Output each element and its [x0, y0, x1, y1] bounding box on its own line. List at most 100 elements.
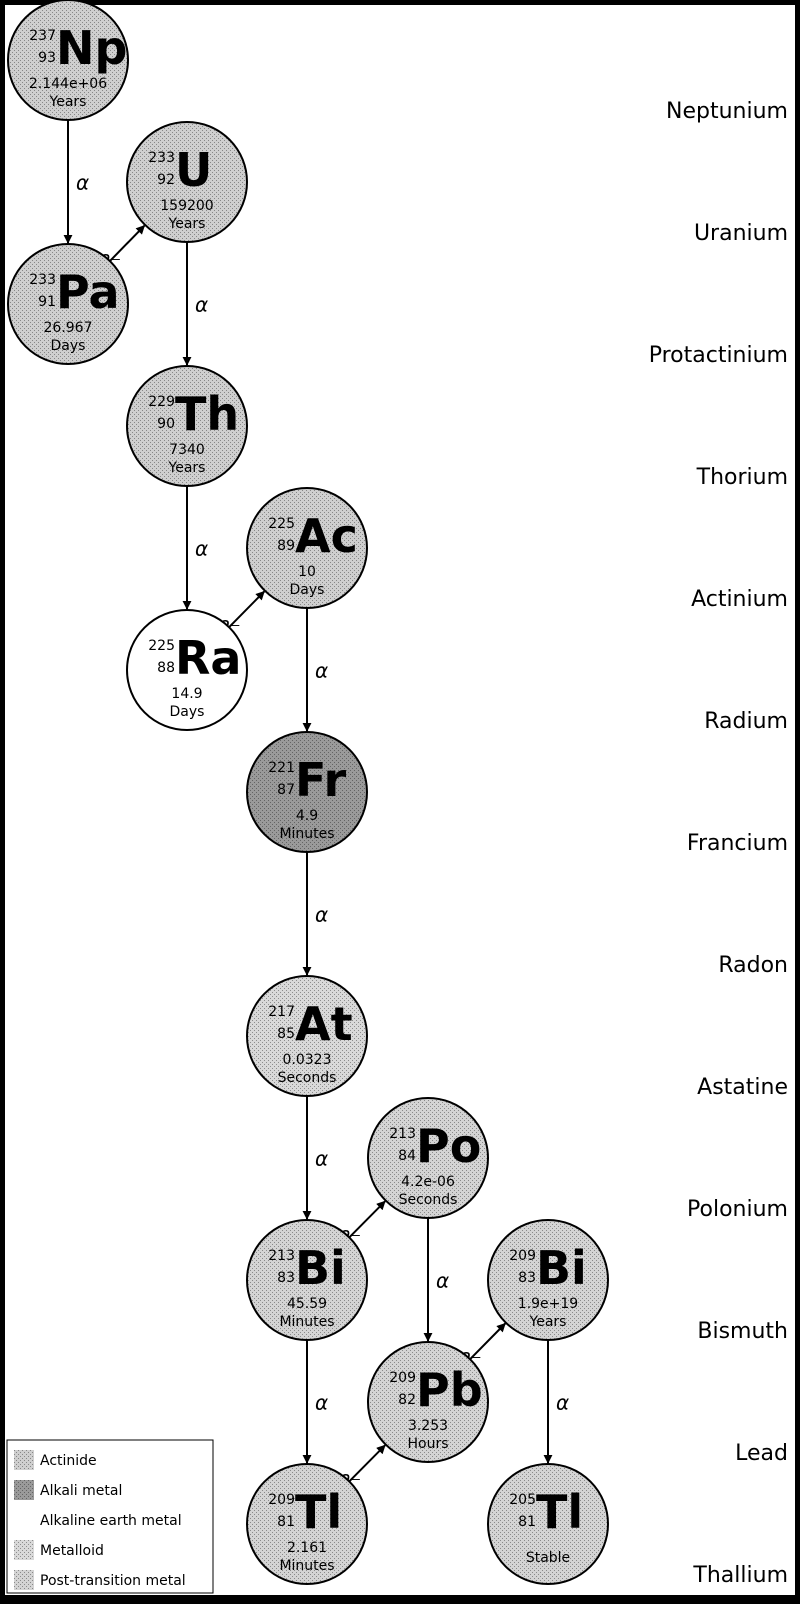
- half-life-unit: Days: [170, 704, 205, 720]
- element-symbol: Tl: [295, 1485, 342, 1539]
- element-label-uranium: Uranium: [694, 221, 788, 246]
- decay-arrow-pa233-u233: [109, 224, 146, 262]
- decay-mode-label: α: [556, 1391, 569, 1415]
- nuclide-texture: [248, 733, 366, 851]
- nuclide-texture: [489, 1465, 607, 1583]
- decay-mode-label: α: [436, 1269, 449, 1293]
- decay-mode-label: α: [195, 537, 208, 561]
- decay-mode-label: α: [76, 171, 89, 195]
- half-life-unit: Seconds: [278, 1070, 337, 1086]
- atomic-number: 85: [277, 1026, 295, 1042]
- decay-mode-label: α: [315, 1391, 328, 1415]
- atomic-number: 83: [277, 1270, 295, 1286]
- half-life-unit: Days: [290, 582, 325, 598]
- decay-mode-label: α: [315, 659, 328, 683]
- legend-swatch-texture: [14, 1570, 34, 1590]
- atomic-number: 90: [157, 416, 175, 432]
- half-life-unit: Minutes: [279, 826, 334, 842]
- nuclide-texture: [248, 1221, 366, 1339]
- mass-number: 209: [509, 1248, 536, 1264]
- nuclide-texture: [369, 1099, 487, 1217]
- legend-swatch-texture: [14, 1540, 34, 1560]
- atomic-number: 89: [277, 538, 295, 554]
- nuclide-texture: [248, 1465, 366, 1583]
- half-life-unit: Hours: [407, 1436, 448, 1452]
- mass-number: 233: [29, 272, 56, 288]
- atomic-number: 92: [157, 172, 175, 188]
- legend-swatch-alkaline-earth-metal: [14, 1510, 34, 1530]
- half-life-unit: Minutes: [279, 1558, 334, 1574]
- legend-swatch-texture: [14, 1450, 34, 1470]
- atomic-number: 82: [398, 1392, 416, 1408]
- element-symbol: Pb: [416, 1363, 483, 1417]
- atomic-number: 88: [157, 660, 175, 676]
- nuclide-texture: [369, 1343, 487, 1461]
- element-label-protactinium: Protactinium: [649, 343, 788, 368]
- element-symbol: Bi: [536, 1241, 587, 1295]
- element-symbol: U: [175, 143, 212, 197]
- half-life-value: 3.253: [408, 1418, 448, 1434]
- decay-arrow-tl209-pb209: [348, 1444, 386, 1483]
- mass-number: 213: [268, 1248, 295, 1264]
- legend-label: Post-transition metal: [40, 1573, 186, 1589]
- half-life-value: 7340: [169, 442, 205, 458]
- atomic-number: 83: [518, 1270, 536, 1286]
- atomic-number: 81: [277, 1514, 295, 1530]
- legend-box: [6, 1439, 214, 1594]
- element-symbol: Tl: [536, 1485, 583, 1539]
- legend-label: Alkali metal: [40, 1483, 122, 1499]
- mass-number: 209: [389, 1370, 416, 1386]
- atomic-number: 81: [518, 1514, 536, 1530]
- mass-number: 205: [509, 1492, 536, 1508]
- legend-label: Metalloid: [40, 1543, 104, 1559]
- mass-number: 233: [148, 150, 175, 166]
- element-name-column: NeptuniumUraniumProtactiniumThoriumActin…: [649, 99, 788, 1588]
- half-life-value: 2.144e+06: [29, 76, 107, 92]
- mass-number: 225: [148, 638, 175, 654]
- element-symbol: Bi: [295, 1241, 346, 1295]
- nuclide-texture: [9, 1, 127, 119]
- atomic-number: 91: [38, 294, 56, 310]
- decay-arrow-ra225-ac225: [228, 590, 265, 628]
- element-symbol: Po: [416, 1119, 481, 1173]
- element-label-astatine: Astatine: [697, 1075, 788, 1100]
- half-life-value: 26.967: [44, 320, 93, 336]
- element-label-thallium: Thallium: [692, 1563, 788, 1588]
- element-symbol: Np: [56, 21, 127, 75]
- element-label-neptunium: Neptunium: [666, 99, 788, 124]
- mass-number: 237: [29, 28, 56, 44]
- nuclide-texture: [128, 123, 246, 241]
- half-life-value: 0.0323: [283, 1052, 332, 1068]
- nuclide-circle: [126, 609, 248, 731]
- element-label-lead: Lead: [735, 1441, 788, 1466]
- mass-number: 229: [148, 394, 175, 410]
- element-symbol: Th: [175, 387, 239, 441]
- half-life-value: 2.161: [287, 1540, 327, 1556]
- element-symbol: Ra: [175, 631, 241, 685]
- legend-label: Actinide: [40, 1453, 97, 1469]
- half-life-unit: Years: [529, 1314, 567, 1330]
- half-life-value: 14.9: [171, 686, 202, 702]
- atomic-number: 93: [38, 50, 56, 66]
- element-label-actinium: Actinium: [691, 587, 788, 612]
- decay-arrow-pb209-bi209: [469, 1322, 506, 1360]
- mass-number: 209: [268, 1492, 295, 1508]
- half-life-unit: Years: [49, 94, 87, 110]
- atomic-number: 87: [277, 782, 295, 798]
- nuclide-texture: [128, 367, 246, 485]
- half-life-value: 10: [298, 564, 316, 580]
